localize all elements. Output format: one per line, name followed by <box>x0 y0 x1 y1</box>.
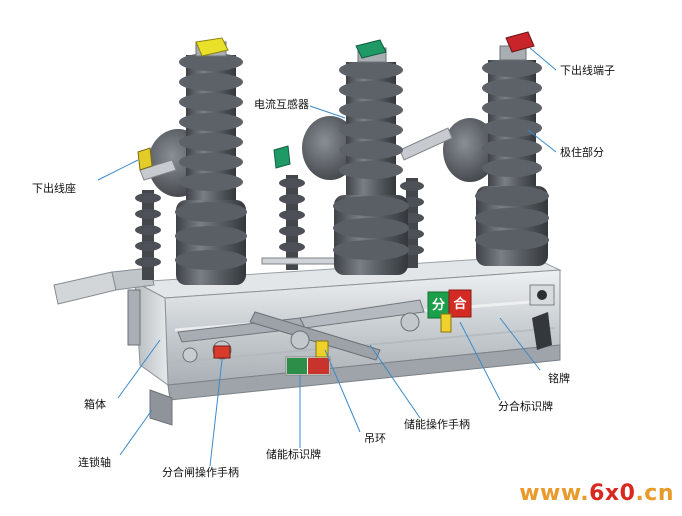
label-energy-storage-sign: 储能标识牌 <box>266 448 321 461</box>
yellow-handle-right <box>440 313 452 333</box>
label-lower-outlet-seat: 下出线座 <box>32 182 76 195</box>
energy-storage-sign-panel <box>285 356 331 376</box>
busbars <box>139 127 453 265</box>
panel-text-close: 合 <box>453 296 467 312</box>
green-cap-icon <box>355 39 387 59</box>
watermark-brand: 6x0 <box>589 481 636 506</box>
label-pole-part: 极住部分 <box>560 146 604 159</box>
watermark-suffix: .cn <box>635 481 674 506</box>
label-enclosure: 箱体 <box>84 398 106 411</box>
watermark: www.6x0.cn <box>519 481 674 506</box>
label-interlock-shaft: 连锁轴 <box>78 456 111 469</box>
front-linkage <box>177 299 425 363</box>
watermark-prefix: www. <box>519 481 590 506</box>
small-indicator-sign <box>213 345 231 359</box>
label-lower-outlet-terminal: 下出线端子 <box>560 64 615 77</box>
nameplate-bracket <box>529 284 555 350</box>
callout-lines <box>97 47 557 467</box>
label-open-close-handle: 分合闸操作手柄 <box>162 466 239 479</box>
label-current-transformer: 电流互感器 <box>254 98 309 111</box>
label-open-close-sign: 分合标识牌 <box>498 400 553 413</box>
pole-insulator-left <box>175 41 247 285</box>
panel-text-open: 分 <box>432 297 445 313</box>
green-terminal-tag <box>273 145 291 169</box>
label-energy-storage-handle: 储能操作手柄 <box>404 418 470 431</box>
label-nameplate: 铭牌 <box>548 372 570 385</box>
open-close-sign-panel: 分 合 <box>427 289 472 319</box>
pole-insulator-middle <box>333 47 409 275</box>
label-lifting-ring: 吊环 <box>364 432 386 445</box>
red-cap-icon <box>505 31 535 53</box>
yellow-terminal-tag <box>137 147 153 171</box>
pole-insulator-right <box>475 45 549 266</box>
enclosure-body <box>133 255 562 426</box>
yellow-cap-icon <box>195 37 229 57</box>
yellow-handle-left <box>315 340 329 358</box>
left-interlock-lever <box>53 267 155 346</box>
